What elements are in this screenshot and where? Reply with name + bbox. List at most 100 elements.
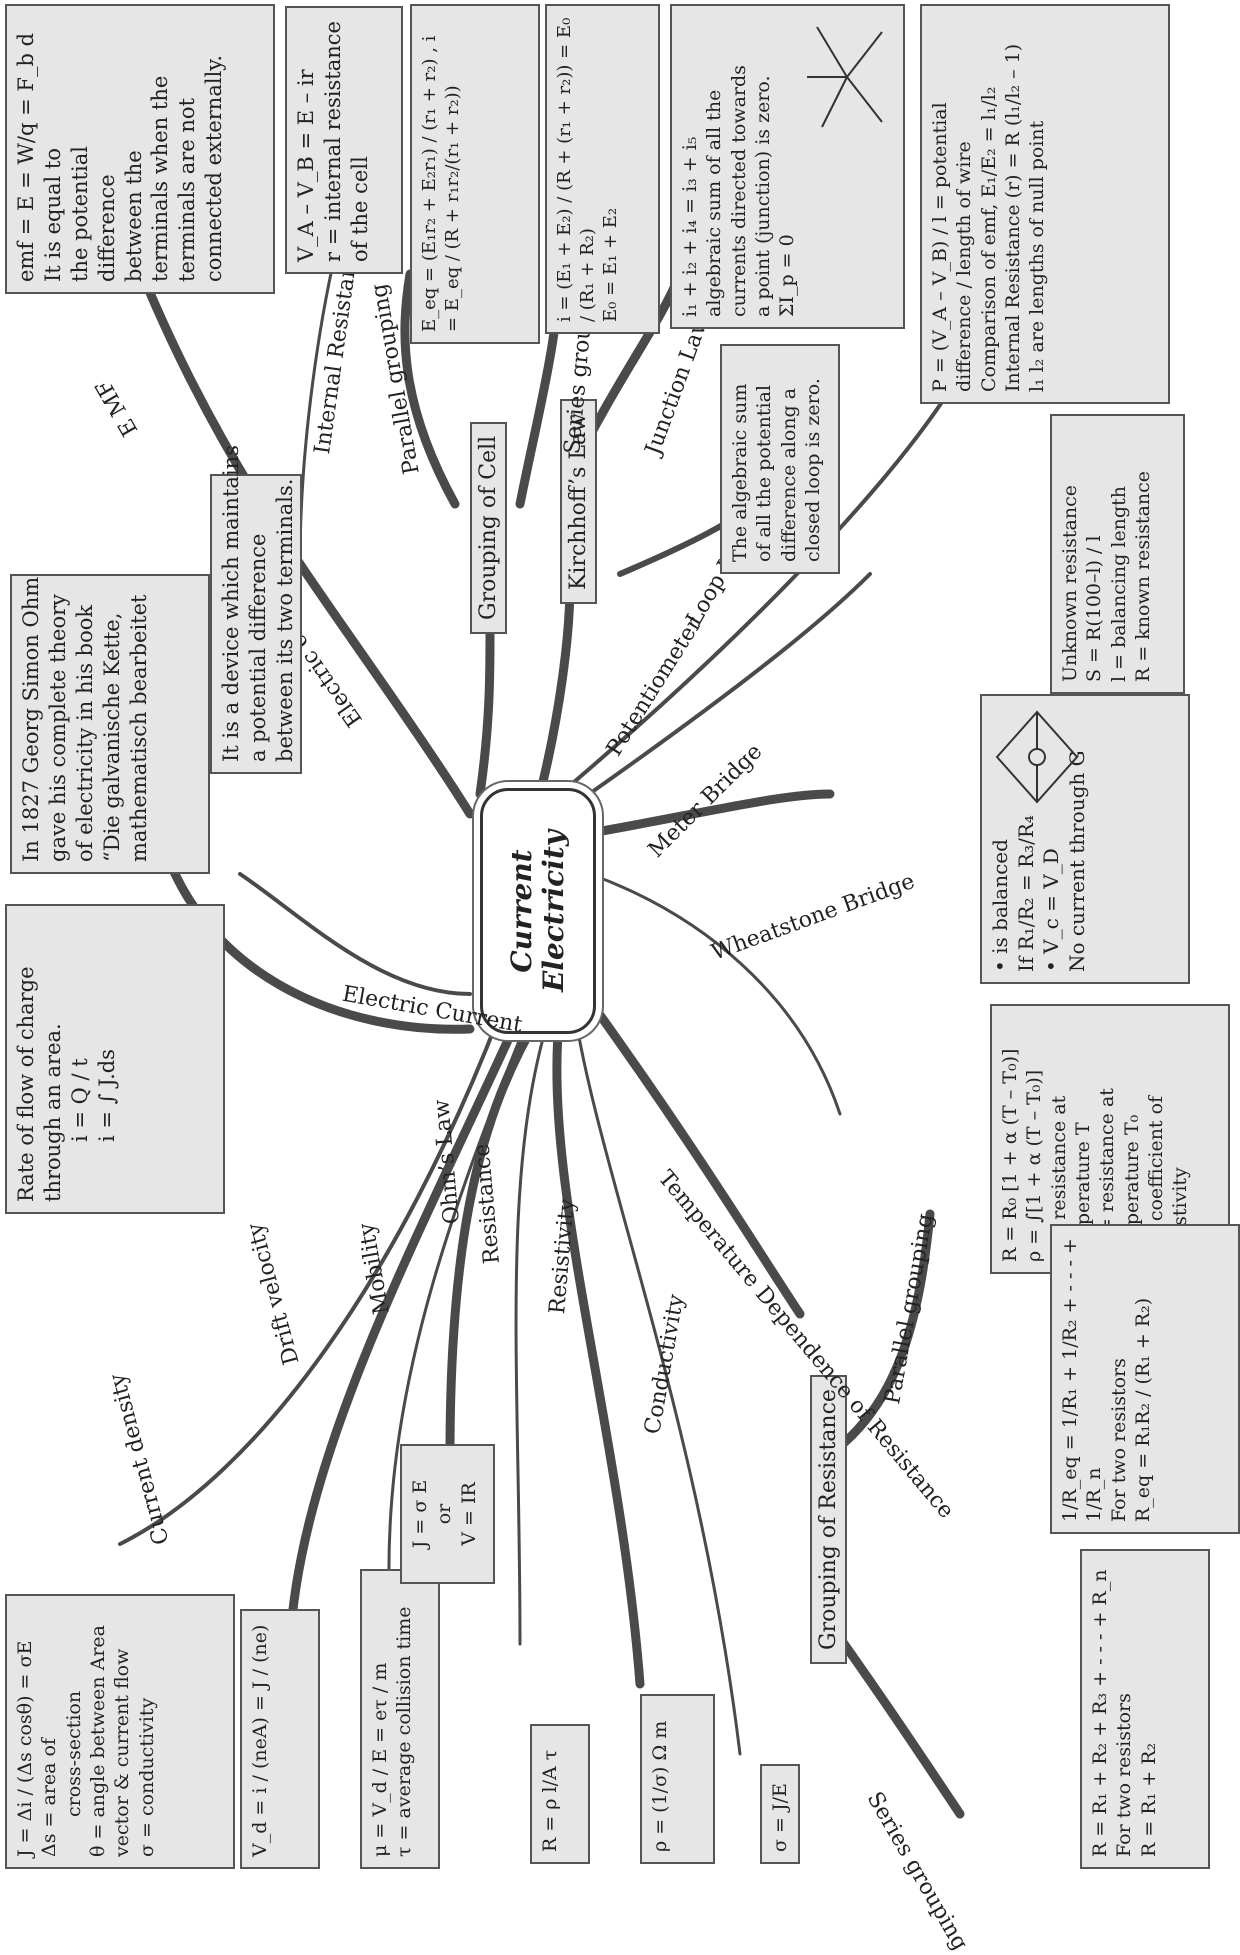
- box-parallel-res-formula: 1/R_eq = 1/R₁ + 1/R₂ + - - - + 1/R_n: [1059, 1238, 1106, 1522]
- box-drift-velocity: V_d = i / (neA) = J / (ne): [240, 1609, 320, 1869]
- box-current-density-line: θ = angle between Area: [86, 1625, 109, 1857]
- box-current-density-line: Δs = area of: [38, 1738, 61, 1857]
- box-ohms-law-line: J = σ E: [409, 1479, 431, 1549]
- branch-ohms-law: [445, 1009, 545, 1459]
- box-electric-current-line: Rate of flow of charge: [14, 966, 38, 1202]
- branch-lines: [115, 219, 965, 1819]
- box-emf: emf = E = W/q = F_b d It is equal to the…: [5, 4, 275, 294]
- box-junction-formula: i₁ + i₂ + i₄ = i₃ + i₅: [679, 136, 701, 317]
- box-emf-line: terminals when the: [148, 75, 173, 282]
- box-potentiometer-formula: Comparison of emf, E₁/E₂ = l₁/l₂: [977, 86, 1000, 392]
- box-meter-bridge-line: l = balancing length: [1107, 486, 1130, 682]
- box-electric-cell-line: It is a device which maintains: [219, 445, 243, 762]
- box-internal-resistance-line: r = internal resistance: [320, 21, 345, 262]
- box-loop: The algebraic sum of all the potential d…: [720, 344, 840, 574]
- box-series-cell-formula: E₀ = E₁ + E₂: [600, 207, 622, 322]
- box-parallel-cell-formula: E_eq = (E₁r₂ + E₂r₁) / (r₁ + r₂) , i = E…: [419, 35, 464, 332]
- box-electric-current-formula: i = Q / t: [67, 1058, 92, 1142]
- box-current-density-line: σ = conductivity: [135, 1697, 158, 1857]
- center-line-2: Electricity: [537, 829, 570, 993]
- box-emf-line: difference: [94, 174, 119, 282]
- box-current-density-formula: J = Δi / (Δs cosθ) = σE: [14, 1640, 36, 1857]
- branch-parallel-res: [825, 1209, 935, 1459]
- box-drift-velocity-formula: V_d = i / (neA) = J / (ne): [249, 1624, 271, 1857]
- box-emf-line: connected externally.: [202, 54, 227, 282]
- box-mobility: μ = V_d / E = eτ / m τ = average collisi…: [360, 1569, 440, 1869]
- box-ohms-law-line: or: [433, 1503, 456, 1525]
- box-meter-bridge-line: R = known resistance: [1131, 470, 1154, 682]
- wheatstone-bridge-icon: [995, 710, 1079, 804]
- box-meter-bridge: Unknown resistance S = R(100–l) / l l = …: [1050, 414, 1185, 694]
- box-internal-resistance-line: V_A – V_B = E – ir: [294, 69, 318, 262]
- box-history-line: “Die galvanische Kette,: [99, 612, 124, 862]
- box-potentiometer-formula: P = (V_A – V_B) / l = potential differen…: [929, 102, 976, 392]
- box-series-res: R = R₁ + R₂ + R₃ + - - - + R_n For two r…: [1080, 1549, 1210, 1869]
- box-loop-line: The algebraic sum: [729, 383, 751, 562]
- box-resistivity: ρ = (1/σ) Ω m: [640, 1694, 715, 1864]
- box-series-res-formula: R = R₁ + R₂ + R₃ + - - - + R_n: [1089, 1569, 1111, 1857]
- branch-series-res: [825, 1619, 965, 1819]
- branch-parallel-cell: [400, 269, 460, 509]
- mind-map: Current Electricity Grouping of Cell Kir…: [5, 4, 1240, 1955]
- branch-electric-cell: [295, 559, 475, 819]
- branch-resistivity: [552, 1009, 645, 1689]
- box-internal-resistance: V_A – V_B = E – ir r = internal resistan…: [285, 6, 403, 274]
- box-meter-bridge-formula: S = R(100–l) / l: [1083, 535, 1106, 682]
- mind-map-canvas: Current Electricity Grouping of Cell Kir…: [5, 4, 1240, 1955]
- node-grouping-of-cell: Grouping of Cell: [470, 421, 507, 634]
- box-meter-bridge-line: Unknown resistance: [1059, 485, 1081, 682]
- branch-drift-velocity: [285, 1009, 525, 1649]
- branch-kirchhoff: [535, 579, 575, 799]
- box-series-res-line: For two resistors: [1113, 1693, 1136, 1857]
- box-history: In 1827 Georg Simon Ohm gave his complet…: [10, 574, 210, 874]
- box-emf-line: It is equal to: [40, 148, 65, 282]
- box-series-res-formula: R = R₁ + R₂: [1137, 1742, 1160, 1857]
- box-potentiometer-formula: Internal Resistance (r) = R (l₁/l₂ – 1): [1001, 43, 1024, 392]
- node-grouping-of-resistance: Grouping of Resistance: [810, 1375, 847, 1664]
- box-ohms-law: J = σ E or V = IR: [400, 1444, 495, 1584]
- box-emf-line: terminals are not: [175, 97, 200, 282]
- box-resistance-formula: R = ρ l/A τ: [539, 1749, 561, 1852]
- box-loop-line: difference along a: [777, 387, 800, 562]
- box-emf-formula: emf = E = W/q = F_b d: [14, 32, 38, 282]
- box-parallel-res: 1/R_eq = 1/R₁ + 1/R₂ + - - - + 1/R_n For…: [1050, 1224, 1240, 1534]
- box-loop-line: closed loop is zero.: [801, 378, 824, 562]
- box-mobility-formula: μ = V_d / E = eτ / m: [369, 1662, 391, 1857]
- branch-electric-current: [238, 872, 472, 996]
- box-resistance: R = ρ l/A τ: [530, 1724, 590, 1864]
- box-temperature-formula: ρ = ∫[1 + α (T – T₀)]: [1023, 1069, 1046, 1262]
- branch-conductivity: [573, 1012, 742, 1756]
- branch-temperature: [588, 872, 842, 1116]
- branch-grouping-res: [580, 989, 805, 1319]
- box-current-density-line: vector & current flow: [111, 1648, 134, 1857]
- box-emf-line: the potential: [67, 146, 92, 282]
- box-electric-current-line: through an area.: [40, 1023, 65, 1202]
- box-conductivity-formula: σ = J/E: [769, 1783, 791, 1852]
- box-electric-cell-line: between its two terminals.: [272, 478, 297, 762]
- box-history-line: In 1827 Georg Simon Ohm: [19, 576, 43, 862]
- box-parallel-res-formula: R_eq = R₁R₂ / (R₁ + R₂): [1131, 1297, 1154, 1522]
- box-electric-current: Rate of flow of charge through an area. …: [5, 904, 225, 1214]
- box-current-density: J = Δi / (Δs cosθ) = σE Δs = area of cro…: [5, 1594, 235, 1869]
- box-parallel-cell: E_eq = (E₁r₂ + E₂r₁) / (r₁ + r₂) , i = E…: [410, 4, 540, 344]
- box-loop-line: of all the potential: [753, 384, 776, 562]
- box-electric-current-formula: i = ∫ J.ds: [94, 1049, 119, 1142]
- box-potentiometer: P = (V_A – V_B) / l = potential differen…: [920, 4, 1170, 404]
- box-history-line: of electricity in his book: [72, 604, 97, 862]
- branch-current-density: [118, 1012, 502, 1546]
- box-electric-cell-line: a potential difference: [245, 533, 270, 762]
- box-electric-cell: It is a device which maintains a potenti…: [210, 445, 302, 774]
- box-wheatstone: • is balanced If R₁/R₂ = R₃/R₄ • V_c = V…: [980, 694, 1190, 984]
- branch-history: [155, 829, 475, 1034]
- branch-resistance: [514, 1012, 552, 1646]
- box-junction-line: a point (junction) is zero.: [751, 75, 774, 317]
- box-junction: i₁ + i₂ + i₄ = i₃ + i₅ algebraic sum of …: [670, 4, 905, 329]
- box-junction-line: algebraic sum of all the: [703, 89, 726, 317]
- box-potentiometer-line: l₁ l₂ are lengths of null point: [1026, 120, 1049, 392]
- box-internal-resistance-line: of the cell: [347, 156, 372, 262]
- center-line-1: Current: [504, 849, 538, 973]
- branch-grouping-cell: [475, 629, 495, 799]
- box-ohms-law-line: V = IR: [457, 1482, 480, 1546]
- box-junction-formula: ΣI_p = 0: [776, 234, 799, 317]
- box-history-line: mathematisch bearbeitet: [126, 594, 151, 862]
